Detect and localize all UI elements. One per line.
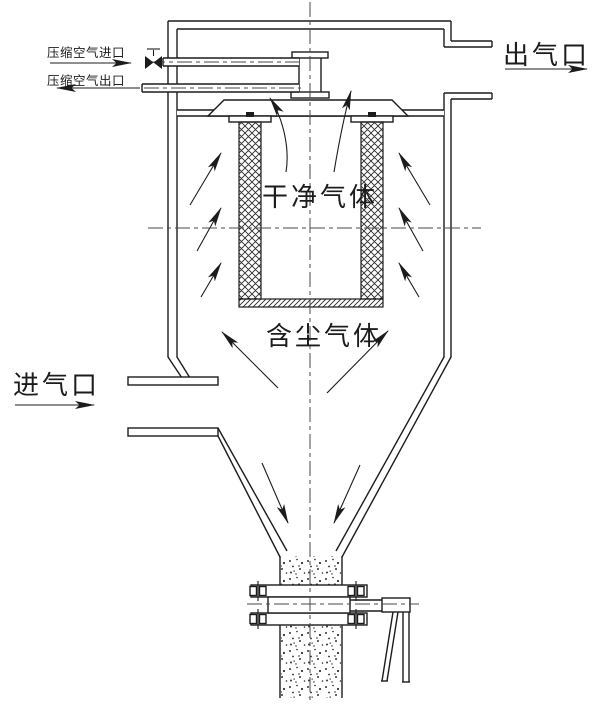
label-compressed-air-outlet: 压缩空气出口	[47, 73, 125, 88]
label-gas-outlet: 出气口	[503, 41, 590, 70]
rotary-valve	[249, 581, 411, 683]
filter-media-left	[238, 121, 262, 300]
hopper-cone	[217, 356, 452, 558]
compressed-air-inlet-pipe	[145, 48, 301, 69]
label-compressed-air-inlet: 压缩空气进口	[47, 45, 125, 60]
label-dusty-gas: 含尘气体	[266, 322, 382, 351]
dust-fall-arrows	[261, 462, 361, 524]
label-arrows	[15, 59, 588, 409]
bag-fixing-bolt	[246, 112, 254, 117]
gas-inlet-duct	[127, 356, 219, 437]
valve-shaft	[350, 597, 411, 613]
clean-gas-flow-arrows	[269, 90, 352, 173]
support-legs	[381, 611, 410, 683]
center-lines	[148, 2, 481, 702]
text-labels: 压缩空气进口 压缩空气出口 出气口 进气口 干净气体 含尘气体	[13, 41, 590, 400]
pulse-valve-icon	[145, 48, 162, 69]
side-flow-arrows	[189, 152, 431, 298]
bag-bottom-plate	[238, 298, 384, 308]
filter-bag	[228, 112, 394, 308]
discharge-column	[279, 556, 343, 698]
compressed-air-outlet-pipe	[141, 83, 301, 93]
label-gas-inlet: 进气口	[13, 371, 100, 400]
bag-fixing-bolt	[368, 112, 376, 117]
flange-bolts	[249, 581, 365, 629]
label-clean-gas: 干净气体	[262, 183, 378, 212]
distribution-plate	[206, 99, 410, 117]
dusty-gas-flow-arrows	[221, 330, 389, 394]
